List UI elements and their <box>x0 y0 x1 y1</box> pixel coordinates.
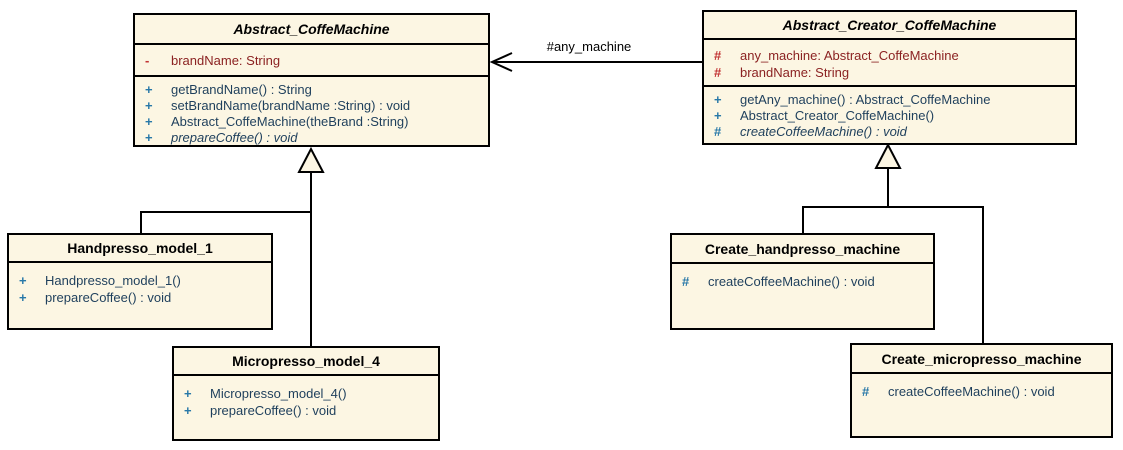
method-row: + setBrandName(brandName :String) : void <box>135 98 488 114</box>
class-title: Create_micropresso_machine <box>852 345 1111 374</box>
visibility-marker: # <box>714 48 722 63</box>
class-abstract-creator-coffemachine[interactable]: Abstract_Creator_CoffeMachine # any_mach… <box>702 10 1077 145</box>
method-row: + prepareCoffee() : void <box>135 130 488 146</box>
method-text: createCoffeeMachine() : void <box>740 124 907 139</box>
method-text: createCoffeeMachine() : void <box>708 274 875 289</box>
methods-compartment: # createCoffeeMachine() : void <box>672 264 933 328</box>
methods-compartment: + Micropresso_model_4() + prepareCoffee(… <box>174 376 438 439</box>
method-text: setBrandName(brandName :String) : void <box>171 98 411 113</box>
visibility-marker: + <box>145 114 153 129</box>
visibility-marker: + <box>19 290 27 305</box>
method-text: Abstract_Creator_CoffeMachine() <box>740 108 935 123</box>
class-title: Handpresso_model_1 <box>9 235 271 263</box>
method-text: Micropresso_model_4() <box>210 386 347 401</box>
method-row: + Abstract_CoffeMachine(theBrand :String… <box>135 114 488 130</box>
method-row: + Handpresso_model_1() <box>9 272 271 289</box>
class-title: Abstract_Creator_CoffeMachine <box>704 12 1075 40</box>
method-text: prepareCoffee() : void <box>45 290 172 305</box>
class-abstract-coffemachine[interactable]: Abstract_CoffeMachine - brandName: Strin… <box>133 13 490 147</box>
association-any-machine <box>489 52 702 72</box>
method-row: + Micropresso_model_4() <box>174 385 438 402</box>
visibility-marker: + <box>714 92 722 107</box>
attribute-text: brandName: String <box>740 65 850 80</box>
method-text: getAny_machine() : Abstract_CoffeMachine <box>740 92 991 107</box>
visibility-marker: # <box>862 384 870 399</box>
attributes-compartment: # any_machine: Abstract_CoffeMachine # b… <box>704 40 1075 87</box>
visibility-marker: # <box>714 65 722 80</box>
methods-compartment: + getAny_machine() : Abstract_CoffeMachi… <box>704 87 1075 143</box>
class-title: Create_handpresso_machine <box>672 235 933 264</box>
method-text: Abstract_CoffeMachine(theBrand :String) <box>171 114 409 129</box>
method-row: # createCoffeeMachine() : void <box>852 384 1111 400</box>
visibility-marker: + <box>145 130 153 145</box>
methods-compartment: + getBrandName() : String + setBrandName… <box>135 77 488 146</box>
visibility-marker: - <box>145 53 150 68</box>
attributes-compartment: - brandName: String <box>135 45 488 77</box>
method-row: # createCoffeeMachine() : void <box>672 274 933 290</box>
attribute-row: # any_machine: Abstract_CoffeMachine <box>704 47 1075 64</box>
attribute-row: - brandName: String <box>135 53 488 69</box>
hollow-triangle-icon <box>297 146 325 173</box>
open-arrowhead-icon <box>489 52 513 72</box>
visibility-marker: + <box>714 108 722 123</box>
class-create-micropresso-machine[interactable]: Create_micropresso_machine # createCoffe… <box>850 343 1113 438</box>
visibility-marker: # <box>682 274 690 289</box>
association-label: #any_machine <box>546 39 632 54</box>
method-text: prepareCoffee() : void <box>210 403 337 418</box>
method-row: + getAny_machine() : Abstract_CoffeMachi… <box>704 92 1075 108</box>
visibility-marker: # <box>714 124 722 139</box>
visibility-marker: + <box>145 82 153 97</box>
visibility-marker: + <box>19 273 27 288</box>
class-create-handpresso-machine[interactable]: Create_handpresso_machine # createCoffee… <box>670 233 935 330</box>
class-title: Abstract_CoffeMachine <box>135 15 488 45</box>
method-text: Handpresso_model_1() <box>45 273 181 288</box>
method-row: + prepareCoffee() : void <box>9 289 271 306</box>
method-text: prepareCoffee() : void <box>171 130 298 145</box>
method-row: # createCoffeeMachine() : void <box>704 124 1075 140</box>
methods-compartment: # createCoffeeMachine() : void <box>852 374 1111 436</box>
attribute-text: any_machine: Abstract_CoffeMachine <box>740 48 959 63</box>
method-row: + Abstract_Creator_CoffeMachine() <box>704 108 1075 124</box>
hollow-triangle-icon <box>874 142 902 169</box>
visibility-marker: + <box>184 386 192 401</box>
class-handpresso-model-1[interactable]: Handpresso_model_1 + Handpresso_model_1(… <box>7 233 273 330</box>
attribute-row: # brandName: String <box>704 64 1075 81</box>
method-text: createCoffeeMachine() : void <box>888 384 1055 399</box>
method-text: getBrandName() : String <box>171 82 312 97</box>
method-row: + prepareCoffee() : void <box>174 402 438 419</box>
generalization-right <box>802 142 984 344</box>
visibility-marker: + <box>184 403 192 418</box>
generalization-left <box>140 146 325 347</box>
method-row: + getBrandName() : String <box>135 82 488 98</box>
visibility-marker: + <box>145 98 153 113</box>
attribute-text: brandName: String <box>171 53 281 68</box>
methods-compartment: + Handpresso_model_1() + prepareCoffee()… <box>9 263 271 328</box>
class-title: Micropresso_model_4 <box>174 348 438 376</box>
class-micropresso-model-4[interactable]: Micropresso_model_4 + Micropresso_model_… <box>172 346 440 441</box>
